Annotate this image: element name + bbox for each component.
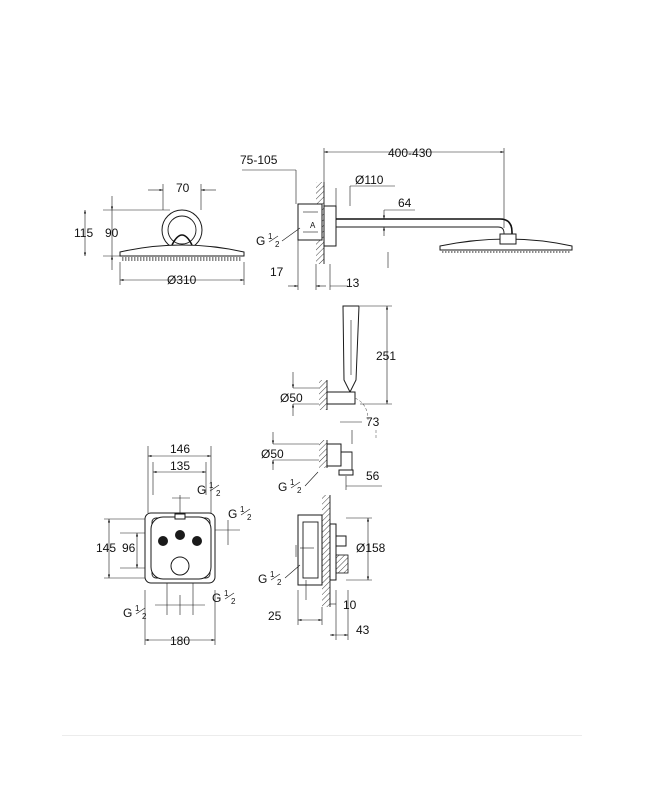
thread-g-valve-br: G [212,591,221,605]
svg-text:2: 2 [247,513,252,522]
dim-135: 135 [170,459,190,473]
dim-158: Ø158 [356,541,386,555]
button-1 [158,536,168,546]
thread-g-valve-right: G [228,507,237,521]
svg-text:2: 2 [142,612,147,621]
thread-g-valve-top: G [197,483,206,497]
dim-64: 64 [398,196,412,210]
dim-110: Ø110 [355,173,384,187]
svg-text:A: A [310,221,316,230]
dim-73: 73 [366,415,380,429]
dim-115: 115 [74,226,93,240]
button-3 [192,536,202,546]
dim-13: 13 [346,276,360,290]
hand-shower-view: 251 Ø50 73 56 Ø50 G 1 2 [261,305,396,495]
button-2 [175,530,185,540]
dim-96: 96 [122,541,136,555]
svg-text:1: 1 [290,478,295,487]
svg-text:1: 1 [209,481,214,490]
dim-70: 70 [176,181,190,195]
shower-head-plate [119,244,245,257]
dim-56: 56 [366,469,380,483]
dim-146: 146 [170,442,190,456]
dim-50-b: Ø50 [261,447,284,461]
valve-side-view: Ø158 G 1 2 25 10 43 [258,495,386,640]
dim-43: 43 [356,623,370,637]
dim-17: 17 [270,265,284,279]
dim-10: 10 [343,598,357,612]
svg-text:2: 2 [231,597,236,606]
dim-180: 180 [170,634,190,648]
dim-145: 145 [96,541,116,555]
svg-text:1: 1 [224,589,229,598]
svg-text:2: 2 [216,489,221,498]
footer-divider [62,735,582,736]
dim-90: 90 [105,226,119,240]
dim-400-430: 400-430 [388,146,432,160]
svg-text:1: 1 [270,570,275,579]
head-shower-front-view: 70 115 90 Ø310 [74,181,245,287]
dim-251: 251 [376,349,396,363]
thread-g-hand: G [278,480,287,494]
dim-50-a: Ø50 [280,391,303,405]
svg-text:2: 2 [297,486,302,495]
dim-25: 25 [268,609,282,623]
wall-box [297,203,323,241]
svg-text:2: 2 [275,240,280,249]
thread-g-head: G [256,234,265,248]
svg-text:1: 1 [240,505,245,514]
thermostat-knob [170,556,190,576]
svg-text:1: 1 [135,604,140,613]
dim-75-105: 75-105 [240,153,278,167]
valve-front-view: 146 135 G 1 2 G 1 2 145 96 G 1 2 [96,442,252,648]
svg-text:1: 1 [268,232,273,241]
head-shower-side-view: A 400-430 75-105 Ø110 64 G 1 2 [240,146,573,290]
thread-g-valve-side: G [258,572,267,586]
svg-text:2: 2 [277,578,282,587]
dim-310: Ø310 [167,273,197,287]
thread-g-valve-bl: G [123,606,132,620]
